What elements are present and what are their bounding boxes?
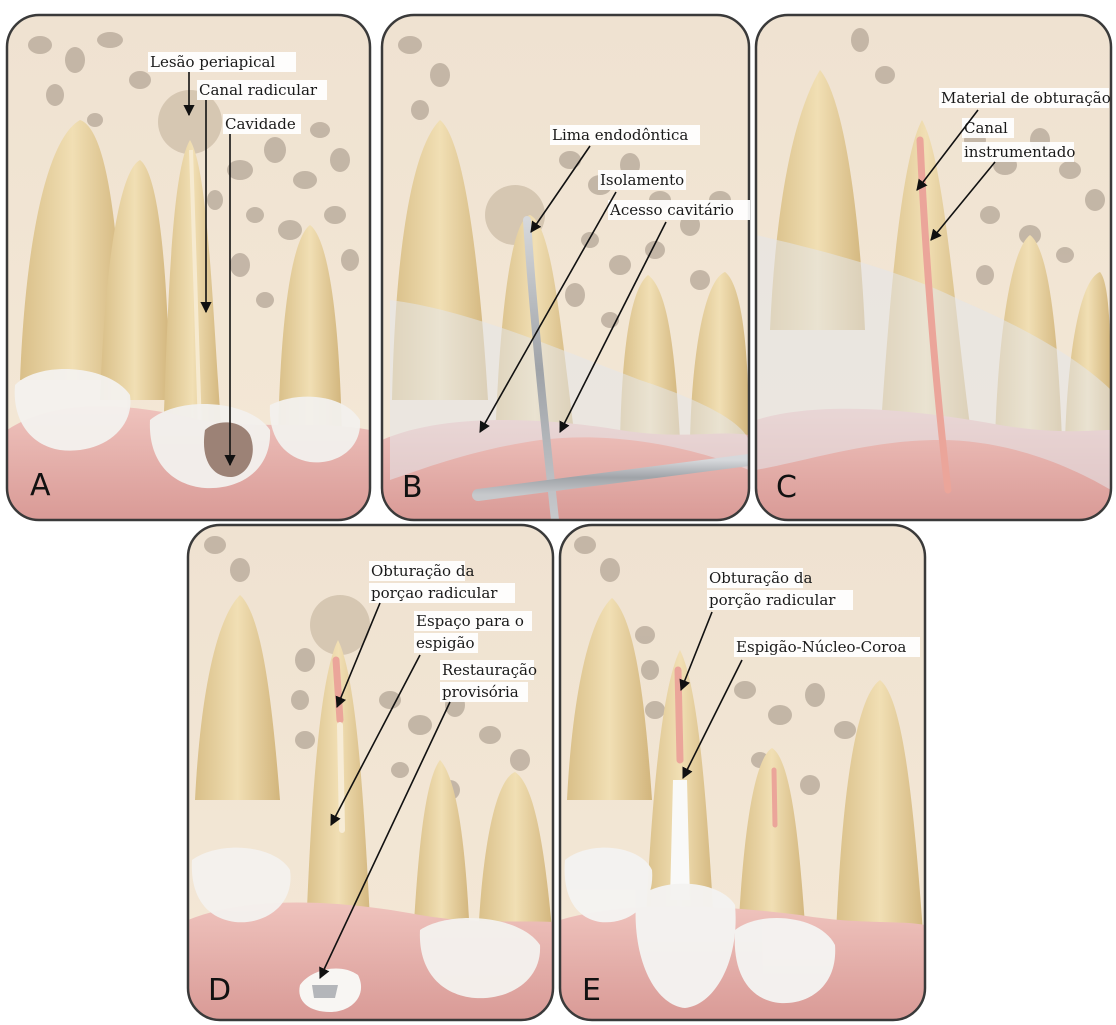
label-isolation: Isolamento [600,171,684,189]
label-root-canal: Canal radicular [199,81,318,99]
post-space [340,725,342,830]
label-post-space-line2: espigão [416,634,475,652]
label-instrumented-canal-line2: instrumentado [964,143,1075,161]
label-instrumented-canal-line1: Canal [964,119,1008,137]
panel-e: Obturação da porção radicular Espigão-Nú… [560,525,925,1020]
panel-letter-d: D [208,973,231,1008]
label-radicular-obturation-e-line1: Obturação da [709,569,812,587]
panel-a: Lesão periapical Canal radicular Cavidad… [7,15,370,520]
label-cavity-access: Acesso cavitário [609,201,734,219]
panel-d: Obturação da porçao radicular Espaço par… [188,525,553,1020]
label-cavity: Cavidade [225,115,296,133]
radicular-obturation [678,670,680,760]
panel-letter-c: C [776,470,797,505]
label-provisional-restoration-line1: Restauração [442,661,537,679]
panel-letter-e: E [582,973,601,1008]
label-post-space-line1: Espaço para o [416,612,524,630]
label-radicular-obturation-line1: Obturação da [371,562,474,580]
label-periapical-lesion: Lesão periapical [150,53,275,71]
radicular-obturation [336,660,340,720]
panel-c: Material de obturação Canal instrumentad… [756,15,1111,520]
panel-letter-b: B [402,470,423,505]
label-radicular-obturation-e-line2: porção radicular [709,591,836,609]
panel-letter-a: A [30,468,51,503]
label-endodontic-file: Lima endodôntica [552,126,688,144]
label-post-core-crown: Espigão-Núcleo-Coroa [736,638,906,656]
label-provisional-restoration-line2: provisória [442,683,519,701]
panel-b: Lima endodôntica Isolamento Acesso cavit… [382,15,750,520]
label-obturation-material: Material de obturação [941,89,1111,107]
label-radicular-obturation-line2: porçao radicular [371,584,498,602]
post-core-crown [670,780,690,900]
